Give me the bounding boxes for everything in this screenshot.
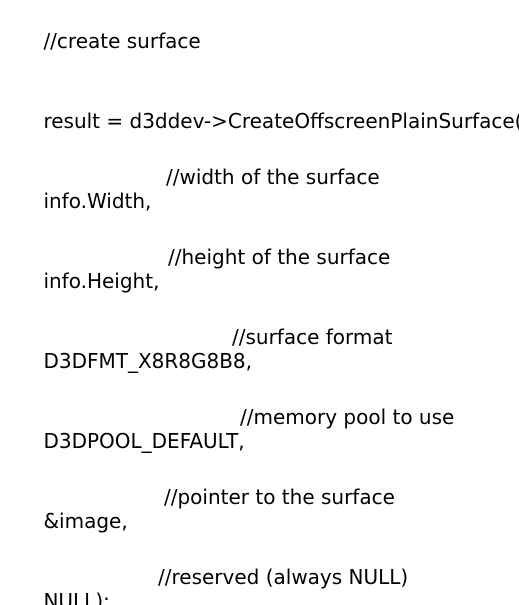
code-comment: //create surface — [43, 29, 201, 53]
code-argument: &image, — [43, 509, 128, 533]
code-comment: //height of the surface — [168, 245, 391, 269]
code-argument: D3DPOOL_DEFAULT, — [43, 429, 245, 453]
code-line-4: info.Height, //height of the surface — [18, 245, 390, 293]
code-comment: //surface format — [232, 325, 393, 349]
code-line-7: &image, //pointer to the surface — [18, 485, 394, 533]
code-line-8: NULL); //reserved (always NULL) — [18, 565, 408, 605]
code-statement: result = d3ddev->CreateOffscreenPlainSur… — [43, 109, 519, 133]
code-comment: //memory pool to use — [240, 405, 455, 429]
code-comment: //width of the surface — [166, 165, 380, 189]
code-line-5: D3DFMT_X8R8G8B8, //surface format — [18, 325, 392, 373]
code-comment: //reserved (always NULL) — [158, 565, 409, 589]
code-argument: D3DFMT_X8R8G8B8, — [43, 349, 253, 373]
code-argument: info.Width, — [43, 189, 152, 213]
code-comment: //pointer to the surface — [164, 485, 395, 509]
code-line-2: result = d3ddev->CreateOffscreenPlainSur… — [18, 85, 519, 133]
code-argument: info.Height, — [43, 269, 160, 293]
code-line-3: info.Width, //width of the surface — [18, 165, 379, 213]
code-argument: NULL); — [43, 589, 110, 605]
code-line-6: D3DPOOL_DEFAULT, //memory pool to use — [18, 405, 454, 453]
code-line-1: //create surface — [18, 5, 200, 53]
